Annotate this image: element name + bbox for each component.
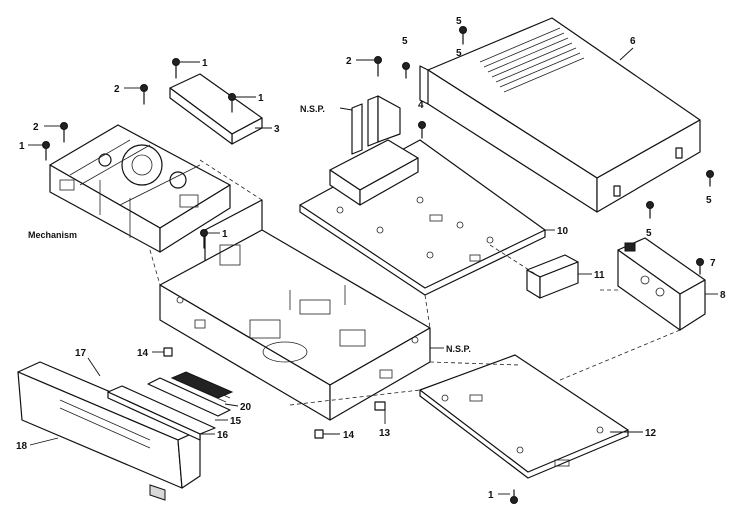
screw-icon: [459, 26, 467, 45]
front-panel: [17, 361, 201, 501]
screw-icon: [42, 141, 50, 161]
label-16: 16: [217, 430, 229, 441]
dashed-guides: [149, 159, 681, 406]
label-5: 5: [456, 16, 462, 27]
screw-icon: [140, 84, 148, 105]
label-5: 5: [402, 36, 408, 47]
label-7: 7: [710, 258, 716, 269]
label-1: 1: [19, 141, 25, 152]
label-2: 2: [346, 56, 352, 67]
screw-icon: [418, 121, 426, 139]
screws: [42, 26, 714, 504]
screw-icon: [646, 201, 654, 219]
label-10: 10: [557, 226, 569, 237]
label-1: 1: [202, 58, 208, 69]
label-mechanism: Mechanism: [28, 230, 77, 240]
label-4: 4: [418, 100, 424, 111]
screw-icon: [200, 229, 208, 249]
label-12: 12: [645, 428, 657, 439]
screw-icon: [696, 258, 704, 275]
label-2: 2: [114, 84, 120, 95]
label-6: 6: [630, 36, 636, 47]
chassis-top-plate: [299, 95, 546, 296]
label-1: 1: [488, 490, 494, 501]
part-14-upper: [163, 347, 173, 357]
screw-icon: [510, 489, 518, 504]
label-2: 2: [33, 122, 39, 133]
label-8: 8: [720, 290, 726, 301]
part-14-lower: [314, 429, 324, 439]
mechanism-assembly: [49, 73, 263, 253]
screw-icon: [402, 62, 410, 79]
label-5: 5: [456, 48, 462, 59]
label-5: 5: [646, 228, 652, 239]
leader-lines: [28, 47, 718, 495]
rear-jack-panel: [617, 237, 706, 331]
label-13: 13: [379, 428, 391, 439]
screw-icon: [172, 58, 180, 79]
lower-chassis-frame: [159, 199, 431, 421]
label-11: 11: [594, 270, 605, 281]
top-cover: [419, 17, 701, 213]
bottom-plate: [419, 354, 629, 479]
label-20: 20: [240, 402, 252, 413]
label-17: 17: [75, 348, 87, 359]
part-13: [374, 401, 386, 411]
screw-icon: [60, 122, 68, 143]
label-nsp-mid: N.S.P.: [446, 344, 471, 354]
screw-icon: [228, 93, 236, 113]
label-18: 18: [16, 441, 28, 452]
label-14: 14: [137, 348, 149, 359]
part-11-bracket: [526, 254, 579, 299]
label-15: 15: [230, 416, 242, 427]
label-nsp-top: N.S.P.: [300, 104, 325, 114]
label-3: 3: [274, 124, 280, 135]
screw-icon: [706, 170, 714, 187]
label-5: 5: [706, 195, 712, 206]
part-labels: 1 1 1 1 1 2 2 2 3 4 5 5 5 5 5 6 7 8 10 1…: [16, 16, 726, 501]
label-1: 1: [222, 229, 228, 240]
label-14: 14: [343, 430, 355, 441]
screw-icon: [374, 56, 382, 77]
label-1: 1: [258, 93, 264, 104]
front-inner-parts: [107, 371, 234, 441]
